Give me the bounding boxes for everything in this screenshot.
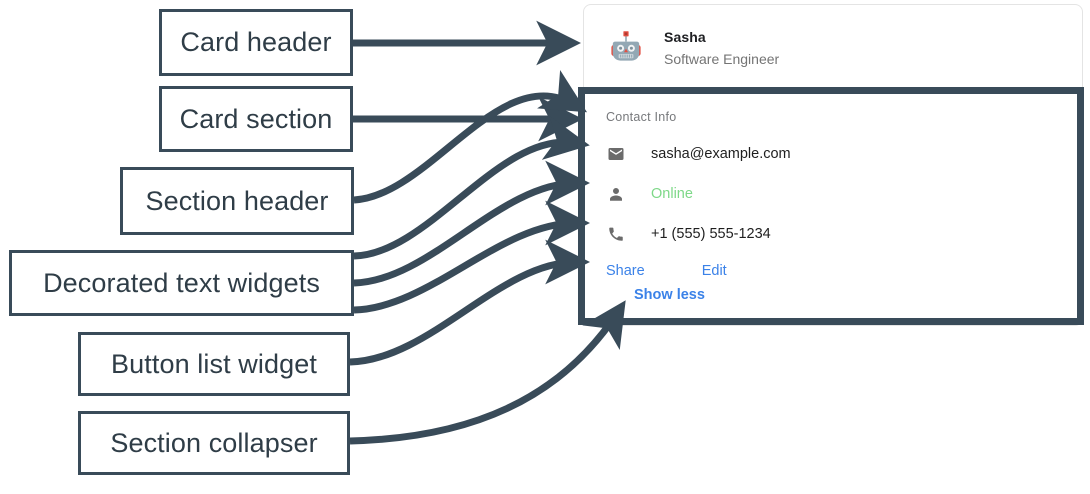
callout-card-section: Card section — [159, 86, 353, 152]
edit-button[interactable]: Edit — [701, 263, 727, 279]
status-value: Online — [651, 186, 693, 202]
email-value: sasha@example.com — [651, 146, 791, 162]
callout-label: Section collapser — [110, 427, 318, 458]
section-header-title: Contact Info — [606, 110, 677, 124]
callout-section-header: Section header — [120, 167, 354, 235]
callout-button-list-widget: Button list widget — [78, 332, 350, 396]
decorated-text-email[interactable]: sasha@example.com — [606, 142, 1082, 166]
card-subtitle: Software Engineer — [664, 50, 780, 67]
phone-icon — [606, 224, 626, 244]
share-button[interactable]: Share — [606, 263, 645, 279]
arrow-decorated-2 — [353, 160, 590, 287]
phone-value: +1 (555) 555-1234 — [651, 226, 771, 242]
card-section-body: Contact Info sasha@example.com Online — [584, 92, 1082, 304]
callout-label: Card header — [180, 27, 332, 57]
email-icon — [606, 144, 626, 164]
callout-section-collapser: Section collapser — [78, 411, 350, 475]
button-list-widget: Share Edit — [606, 262, 1082, 280]
arrow-section-collapser — [349, 300, 626, 445]
arrow-section-header — [353, 69, 588, 204]
callout-label: Decorated text widgets — [43, 267, 320, 298]
arrow-decorated-3 — [353, 200, 590, 314]
arrow-button-list — [349, 239, 590, 366]
callout-card-header: Card header — [159, 9, 353, 76]
arrow-decorated-1 — [353, 115, 590, 260]
card-header: Sasha Software Engineer — [584, 5, 1082, 91]
callout-label: Section header — [145, 185, 329, 216]
decorated-text-status[interactable]: Online — [606, 182, 1082, 206]
card-title: Sasha — [664, 28, 706, 45]
decorated-text-phone[interactable]: +1 (555) 555-1234 — [606, 222, 1082, 246]
callout-label: Button list widget — [111, 348, 317, 379]
callout-decorated-text-widgets: Decorated text widgets — [9, 250, 354, 316]
person-icon — [606, 184, 626, 204]
robot-avatar-icon — [611, 31, 641, 61]
callout-label: Card section — [179, 103, 333, 134]
avatar — [606, 28, 646, 68]
card-header-text: Sasha Software Engineer — [664, 28, 779, 69]
section-collapser-button[interactable]: Show less — [634, 287, 705, 303]
contact-card: Sasha Software Engineer Contact Info sas… — [583, 4, 1083, 326]
